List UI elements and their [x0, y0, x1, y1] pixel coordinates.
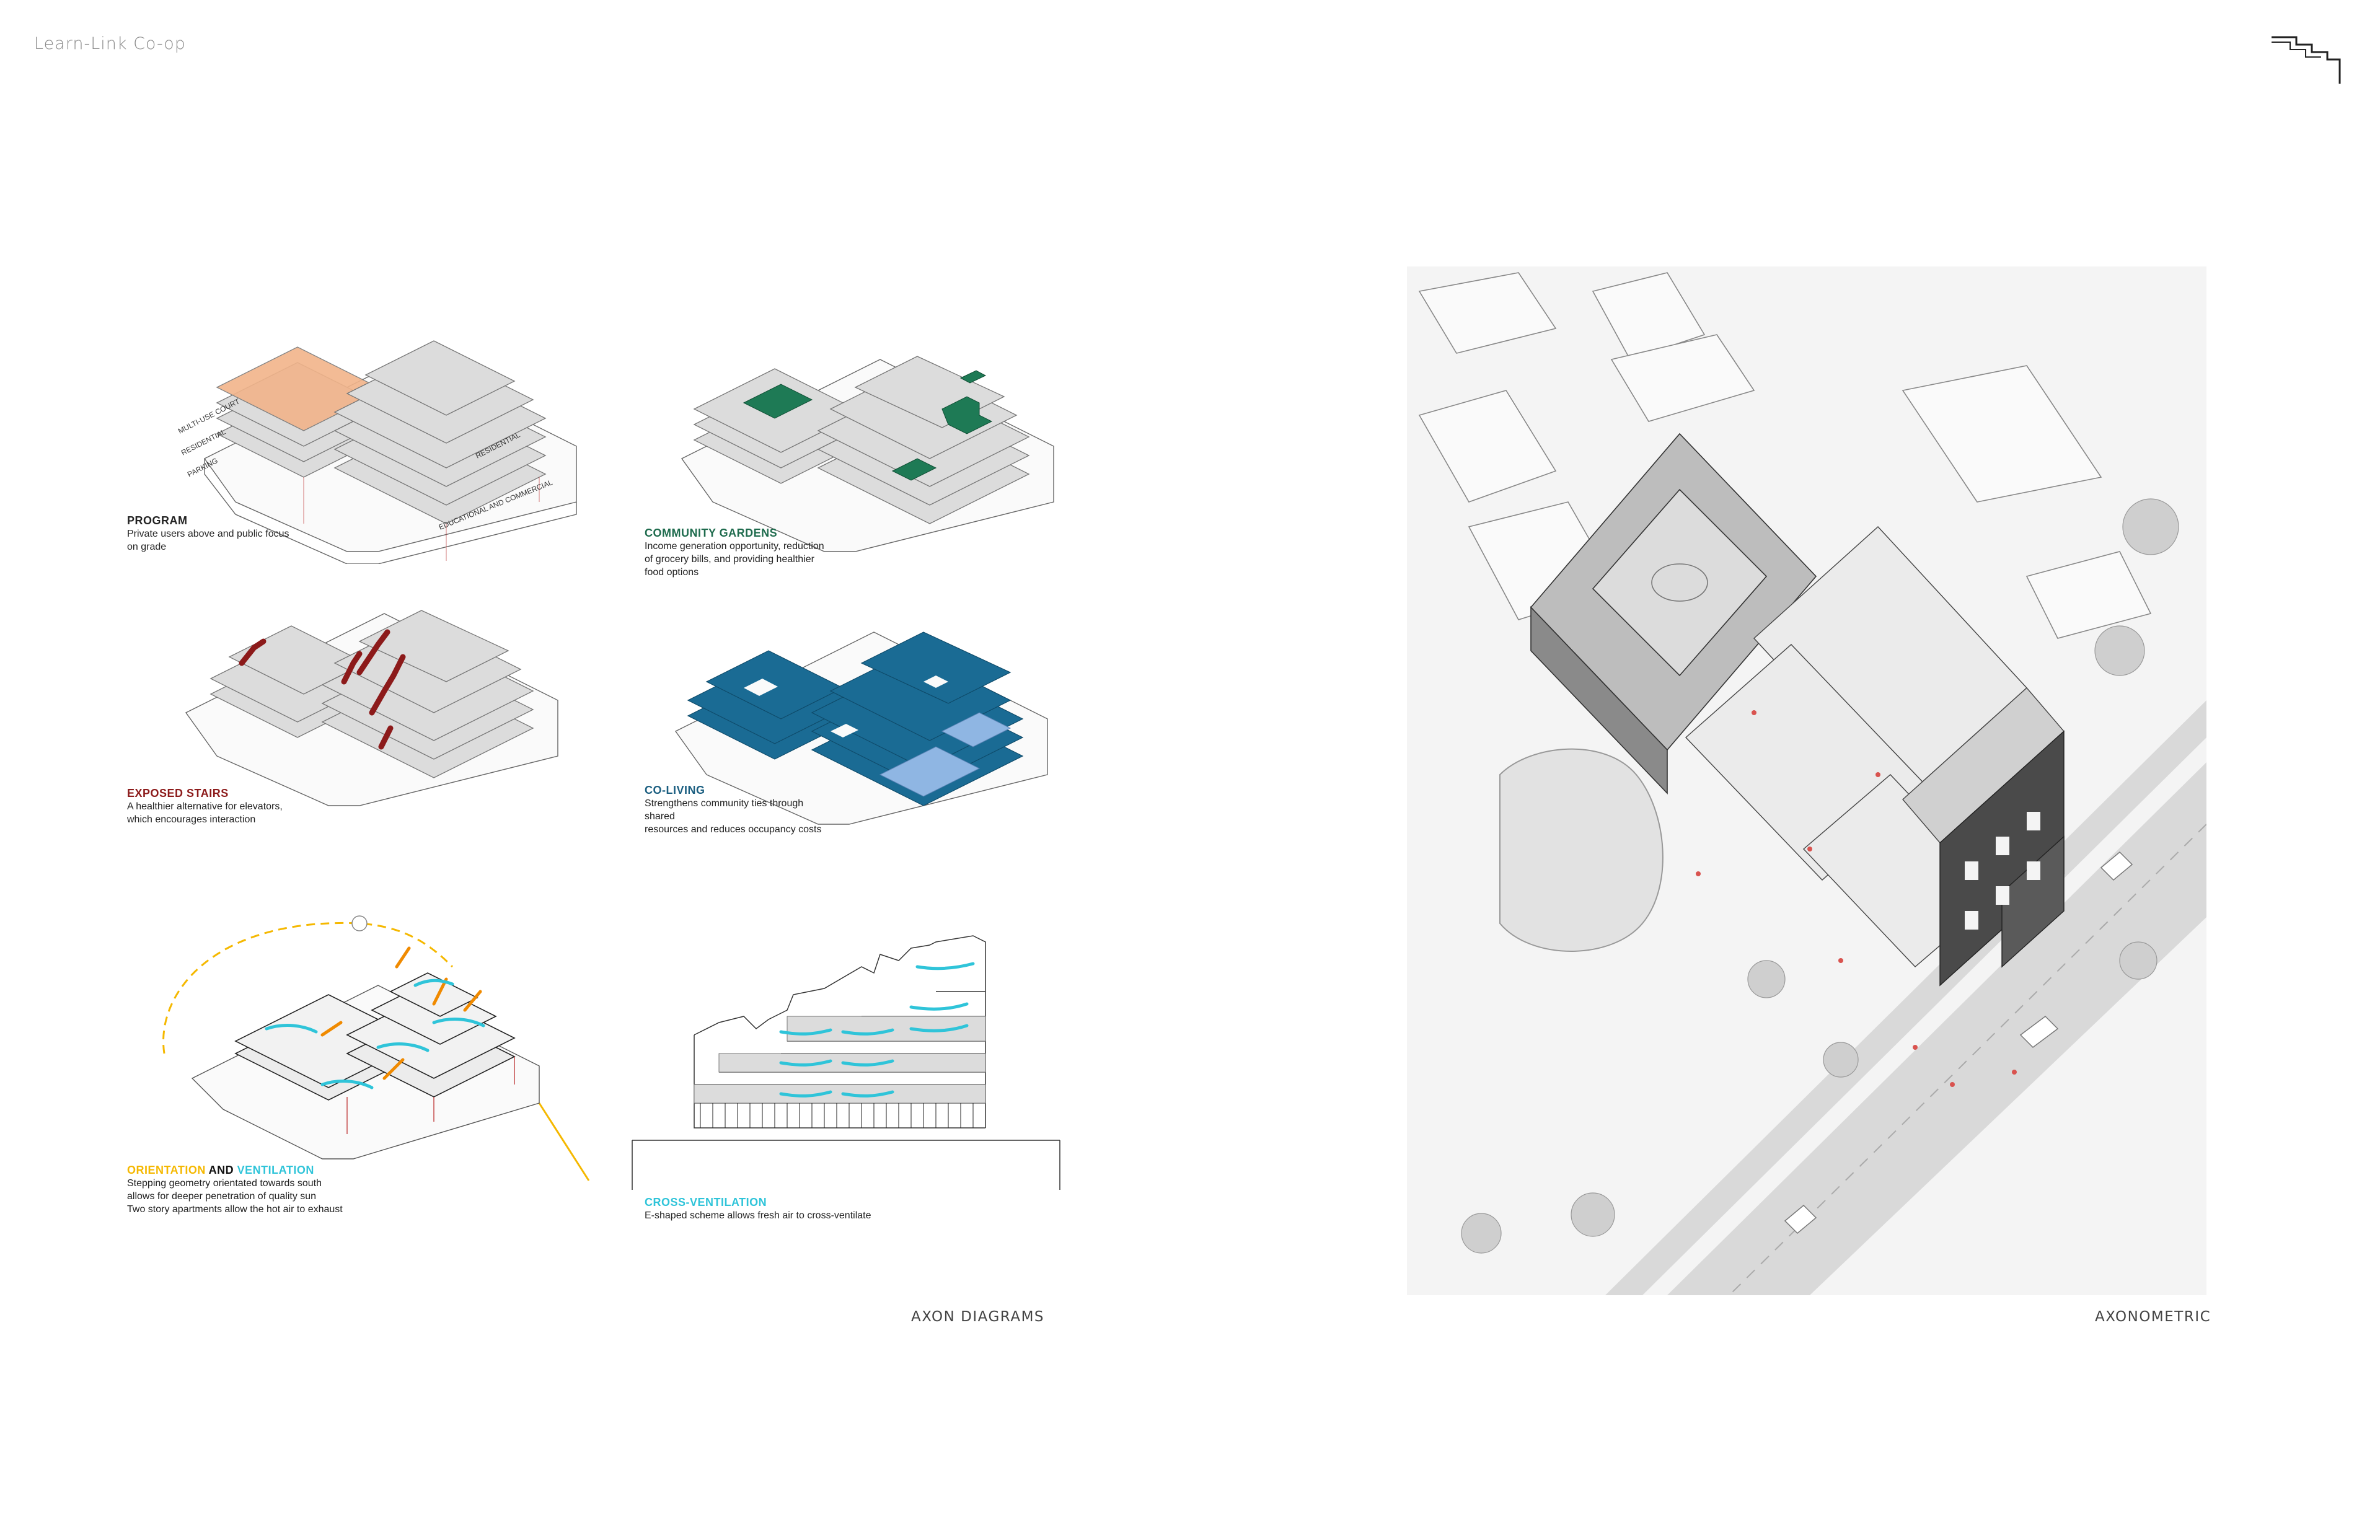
gardens-text-line: food options — [645, 567, 699, 578]
orientation-caption: ORIENTATION AND VENTILATION Stepping geo… — [127, 1164, 387, 1216]
program-diagram: MULTI-USE COURT RESIDENTIAL PARKING RESI… — [177, 340, 577, 564]
program-title: PROGRAM — [127, 514, 188, 527]
gardens-diagram — [681, 356, 1054, 552]
stepped-building-logo-icon — [2272, 36, 2341, 84]
gardens-caption: COMMUNITY GARDENS Income generation oppo… — [645, 527, 831, 579]
cross-caption: CROSS-VENTILATION E-shaped scheme allows… — [645, 1196, 905, 1222]
orientation-title-part2: AND — [205, 1164, 237, 1176]
gardens-title: COMMUNITY GARDENS — [645, 527, 778, 539]
coliving-text-line: Strengthens community ties through share… — [645, 798, 804, 822]
project-title: Learn-Link Co-op — [34, 34, 186, 53]
stairs-diagram — [185, 610, 558, 806]
orientation-text-line: allows for deeper penetration of quality… — [127, 1191, 317, 1202]
stairs-caption: EXPOSED STAIRS A healthier alternative f… — [127, 787, 313, 826]
stairs-text-line: A healthier alternative for elevators, — [127, 801, 283, 812]
gardens-text-line: Income generation opportunity, reduction — [645, 541, 824, 552]
coliving-text-line: resources and reduces occupancy costs — [645, 824, 822, 835]
coliving-title: CO-LIVING — [645, 784, 705, 796]
program-text-line: on grade — [127, 542, 167, 552]
axonometric-label: AXONOMETRIC — [2095, 1309, 2211, 1325]
program-caption: PROGRAM Private users above and public f… — [127, 514, 313, 553]
orientation-text-line: Stepping geometry orientated towards sou… — [127, 1178, 322, 1189]
axonometric-drawing — [1407, 266, 2206, 1295]
stairs-text-line: which encourages interaction — [127, 814, 256, 825]
orientation-title: ORIENTATION AND VENTILATION — [127, 1164, 387, 1177]
gardens-text-line: of grocery bills, and providing healthie… — [645, 554, 814, 565]
orientation-text-line: Two story apartments allow the hot air t… — [127, 1204, 343, 1215]
cross-title: CROSS-VENTILATION — [645, 1196, 767, 1208]
orientation-diagram — [162, 915, 590, 1181]
program-text-line: Private users above and public focus — [127, 529, 289, 539]
stairs-title: EXPOSED STAIRS — [127, 787, 229, 799]
cross-ventilation-diagram — [632, 935, 1060, 1190]
orientation-title-part3: VENTILATION — [237, 1164, 314, 1176]
coliving-caption: CO-LIVING Strengthens community ties thr… — [645, 784, 831, 836]
axon-diagrams-label: AXON DIAGRAMS — [911, 1309, 1045, 1325]
coliving-diagram — [674, 631, 1048, 825]
orientation-title-part1: ORIENTATION — [127, 1164, 206, 1176]
cross-text-line: E-shaped scheme allows fresh air to cros… — [645, 1210, 871, 1221]
